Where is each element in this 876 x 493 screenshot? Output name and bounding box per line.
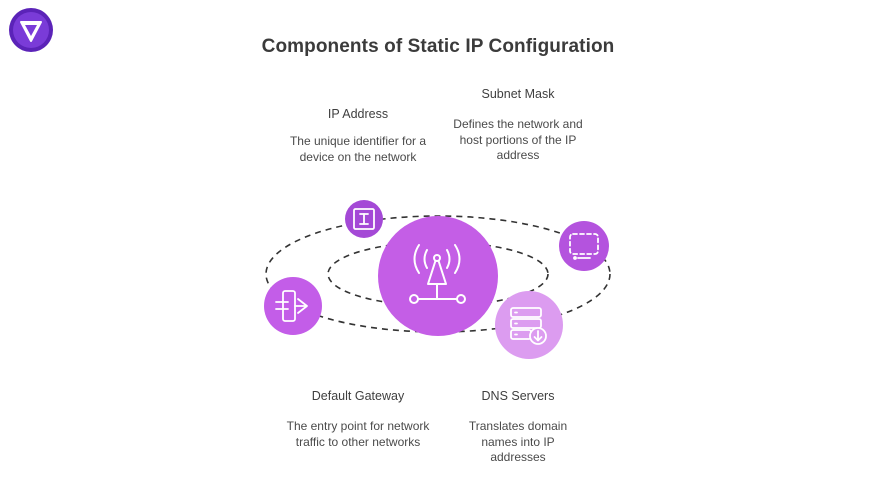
gateway-arrow-icon <box>275 290 308 322</box>
subnet-mask-label: Subnet Mask <box>481 87 555 101</box>
antenna-network-icon <box>409 244 466 304</box>
ip-address-node <box>345 200 383 238</box>
dashed-mask-icon <box>569 233 599 260</box>
subnet-mask-description: Defines the network and host portions of… <box>453 117 583 162</box>
dns-servers-description: Translates domain names into IP addresse… <box>468 419 568 464</box>
page-title: Components of Static IP Configuration <box>261 36 615 57</box>
default-gateway-description: The entry point for network traffic to o… <box>286 419 430 449</box>
ip-address-description: The unique identifier for a device on th… <box>289 134 427 164</box>
center-node <box>378 216 498 336</box>
server-download-icon <box>510 307 547 345</box>
subnet-mask-node <box>559 221 609 271</box>
default-gateway-node <box>264 277 322 335</box>
text-cursor-box-icon <box>353 208 375 230</box>
dns-servers-label: DNS Servers <box>481 389 555 403</box>
inner-orbit <box>327 241 549 307</box>
dns-servers-node <box>495 291 563 359</box>
brand-logo-icon <box>9 8 53 52</box>
default-gateway-label: Default Gateway <box>311 389 405 403</box>
ip-address-label: IP Address <box>327 107 389 121</box>
